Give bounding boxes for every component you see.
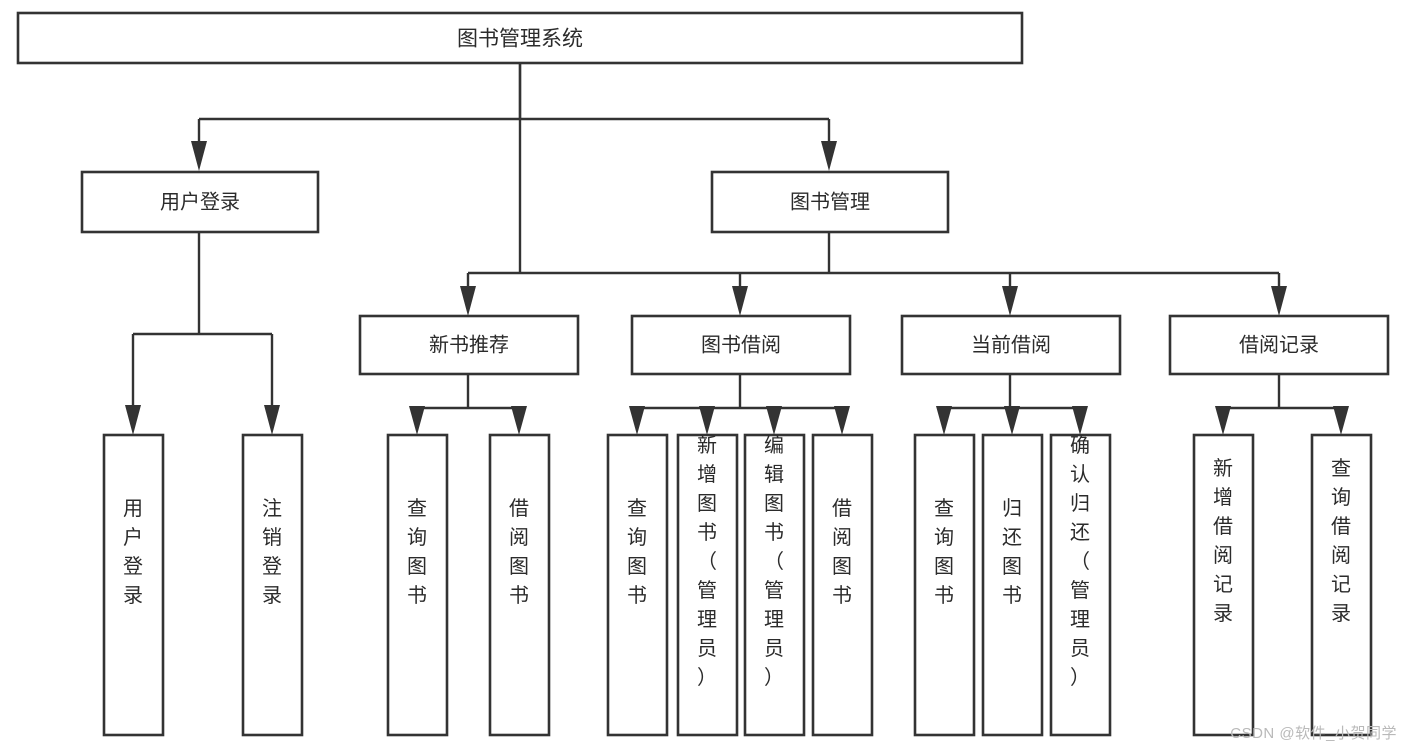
node-book-borrow-label: 图书借阅 — [701, 333, 781, 356]
node-new-book-recommend-box[interactable] — [358, 314, 580, 376]
node-borrow-record-box[interactable] — [1168, 314, 1390, 376]
leaf-query-record-label: 查询借阅记录 — [1331, 457, 1351, 625]
node-current-borrow-label: 当前借阅 — [971, 333, 1051, 356]
node-borrow-record[interactable]: 借阅记录 — [1168, 314, 1390, 376]
leaf-edit-book-label: 编辑图书（管理员） — [764, 434, 784, 689]
leaf-add-book-label: 新增图书（管理员） — [697, 434, 717, 689]
leaf-return-book-label: 归还图书 — [1002, 497, 1022, 607]
arrow-head-new-book-recommend — [460, 286, 476, 316]
connector-layer — [125, 63, 1349, 435]
arrow-head-leaf-confirm-return — [1072, 406, 1088, 435]
leaf-borrow-book-2[interactable]: 借阅图书 — [811, 433, 874, 737]
arrow-head-leaf-user-login — [125, 405, 141, 435]
arrow-head-leaf-add-record — [1215, 406, 1231, 435]
leaf-confirm-return-label: 确认归还（管理员） — [1070, 434, 1090, 689]
node-book-management-label: 图书管理 — [790, 190, 870, 213]
leaf-add-record-label: 新增借阅记录 — [1213, 457, 1233, 625]
arrow-head-leaf-query-book-2 — [629, 406, 645, 435]
node-new-book-recommend-label: 新书推荐 — [429, 333, 509, 356]
leaf-add-book[interactable]: 新增图书（管理员） — [676, 433, 739, 737]
leaf-query-record-box[interactable] — [1310, 433, 1373, 737]
leaf-user-login[interactable]: 用户登录 — [102, 433, 165, 737]
leaf-query-book-3[interactable]: 查询图书 — [913, 433, 976, 737]
leaf-query-book-1-box[interactable] — [386, 433, 449, 737]
arrow-head-borrow-record — [1271, 286, 1287, 316]
leaf-add-record-box[interactable] — [1192, 433, 1255, 737]
leaf-user-login-label: 用户登录 — [123, 498, 143, 607]
arrow-head-leaf-query-book-1 — [409, 406, 425, 435]
node-user-login[interactable]: 用户登录 — [80, 170, 320, 234]
node-borrow-record-label: 借阅记录 — [1239, 333, 1319, 356]
arrow-head-book-management — [821, 141, 837, 171]
arrow-head-leaf-query-book-3 — [936, 406, 952, 435]
node-current-borrow-box[interactable] — [900, 314, 1122, 376]
arrow-head-leaf-return-book — [1004, 406, 1020, 435]
node-root-label: 图书管理系统 — [457, 28, 583, 51]
leaf-user-login-box[interactable] — [102, 433, 165, 737]
leaf-query-book-2-box[interactable] — [606, 433, 669, 737]
arrow-head-book-borrow — [732, 286, 748, 316]
leaf-query-book-2[interactable]: 查询图书 — [606, 433, 669, 737]
arrow-head-leaf-borrow-book-1 — [511, 406, 527, 435]
node-book-borrow[interactable]: 图书借阅 — [630, 314, 852, 376]
arrow-head-user-login — [191, 141, 207, 171]
node-current-borrow[interactable]: 当前借阅 — [900, 314, 1122, 376]
arrow-head-leaf-query-record — [1333, 406, 1349, 435]
leaf-query-book-2-label: 查询图书 — [627, 497, 647, 607]
leaf-return-book-box[interactable] — [981, 433, 1044, 737]
leaf-borrow-book-1-box[interactable] — [488, 433, 551, 737]
leaf-borrow-book-1[interactable]: 借阅图书 — [488, 433, 551, 737]
node-user-login-box[interactable] — [80, 170, 320, 234]
leaf-confirm-return-box[interactable] — [1049, 433, 1112, 737]
arrow-head-leaf-logout — [264, 405, 280, 435]
node-book-management[interactable]: 图书管理 — [710, 170, 950, 234]
leaf-query-record[interactable]: 查询借阅记录 — [1310, 433, 1373, 737]
leaf-edit-book[interactable]: 编辑图书（管理员） — [743, 433, 806, 737]
arrow-head-leaf-borrow-book-2 — [834, 406, 850, 435]
leaf-logout-box[interactable] — [241, 433, 304, 737]
leaf-logout[interactable]: 注销登录 — [241, 433, 304, 737]
leaf-borrow-book-1-label: 借阅图书 — [509, 497, 529, 607]
leaf-edit-book-box[interactable] — [743, 433, 806, 737]
leaf-logout-label: 注销登录 — [262, 497, 282, 607]
arrow-head-leaf-edit-book — [766, 406, 782, 435]
leaf-borrow-book-2-box[interactable] — [811, 433, 874, 737]
node-user-login-label: 用户登录 — [160, 190, 240, 213]
node-book-management-box[interactable] — [710, 170, 950, 234]
node-root[interactable]: 图书管理系统 — [16, 11, 1024, 65]
leaf-query-book-1-label: 查询图书 — [407, 497, 427, 607]
arrow-head-current-borrow — [1002, 286, 1018, 316]
leaf-add-book-box[interactable] — [676, 433, 739, 737]
leaf-confirm-return[interactable]: 确认归还（管理员） — [1049, 433, 1112, 737]
leaf-borrow-book-2-label: 借阅图书 — [832, 497, 852, 607]
node-root-box[interactable] — [16, 11, 1024, 65]
arrow-head-leaf-add-book — [699, 406, 715, 435]
leaf-add-record[interactable]: 新增借阅记录 — [1192, 433, 1255, 737]
node-book-borrow-box[interactable] — [630, 314, 852, 376]
leaf-return-book[interactable]: 归还图书 — [981, 433, 1044, 737]
leaf-query-book-3-box[interactable] — [913, 433, 976, 737]
leaf-query-book-1[interactable]: 查询图书 — [386, 433, 449, 737]
node-new-book-recommend[interactable]: 新书推荐 — [358, 314, 580, 376]
leaf-query-book-3-label: 查询图书 — [934, 497, 954, 607]
